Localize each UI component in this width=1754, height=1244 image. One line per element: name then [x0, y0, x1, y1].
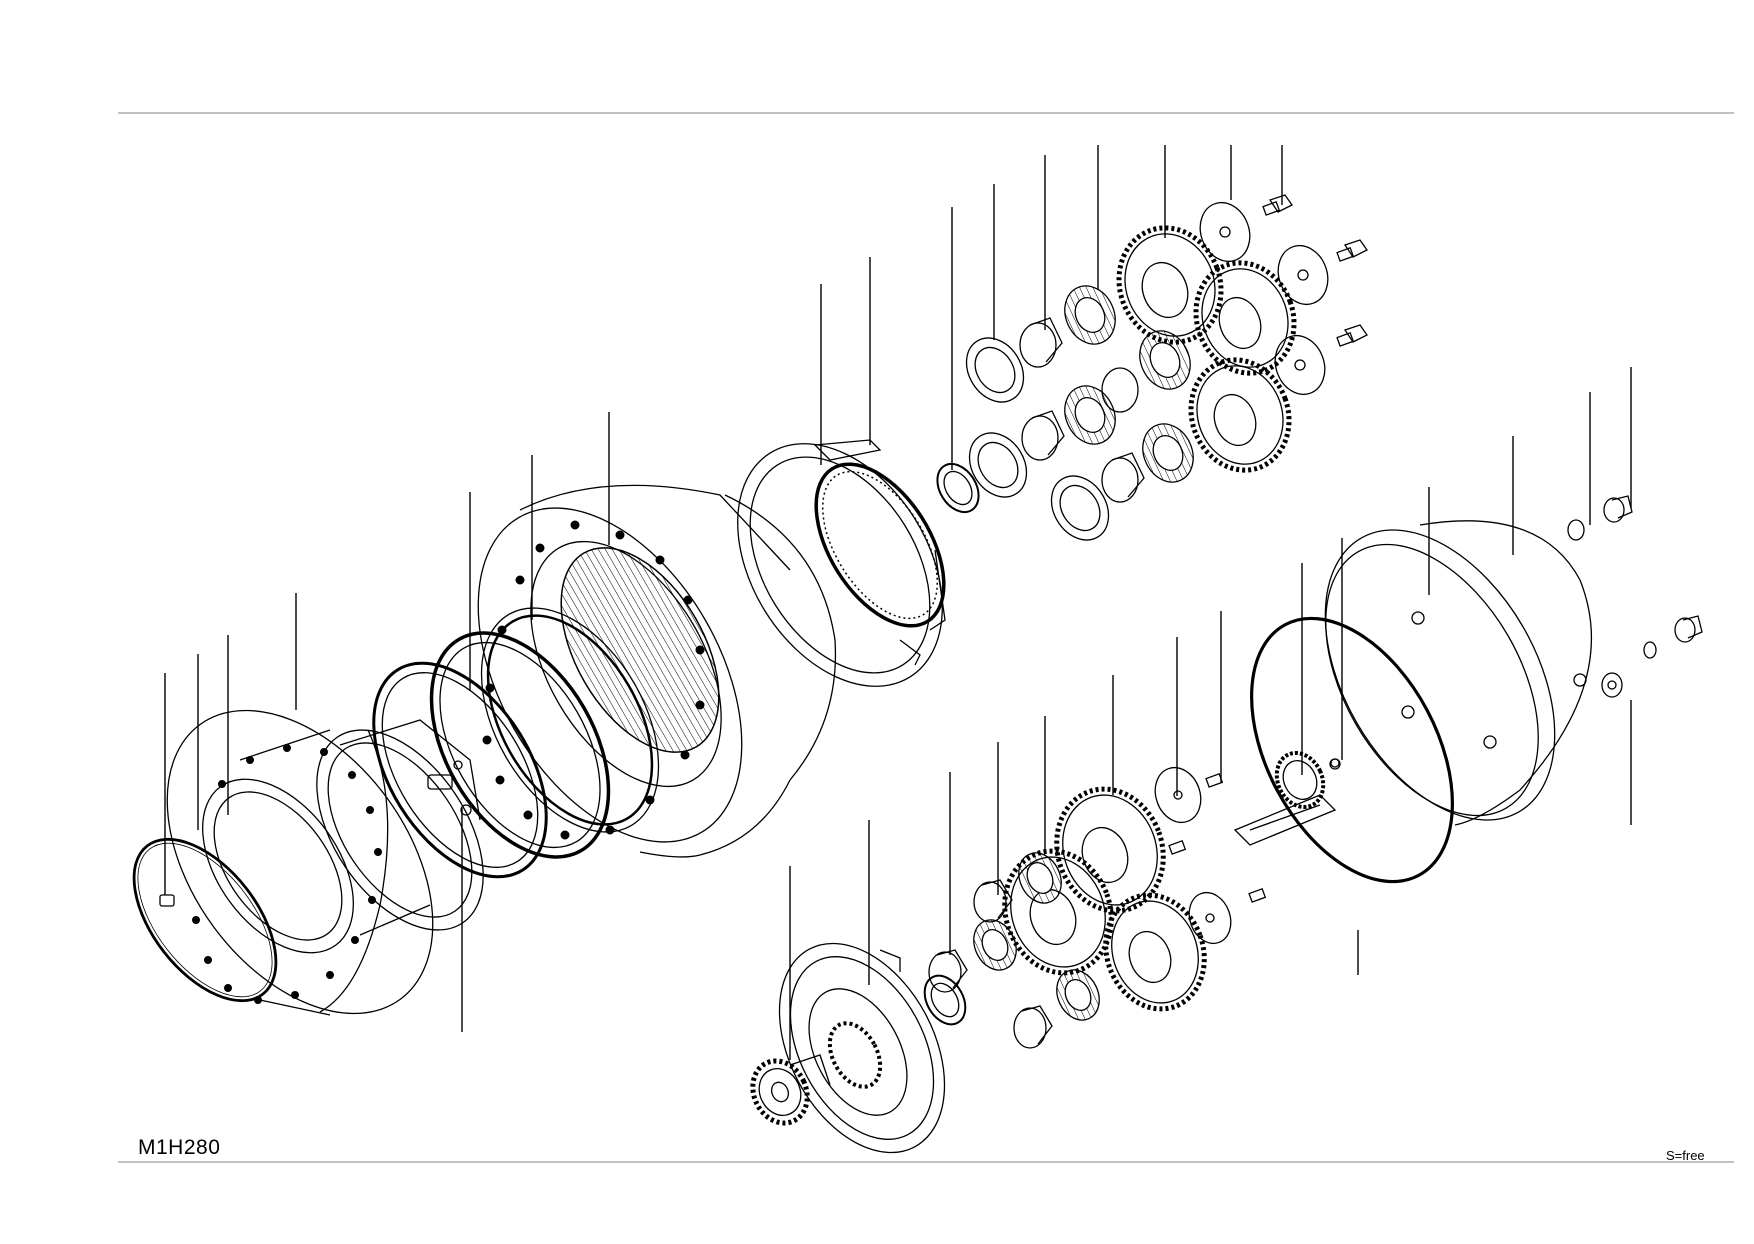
o-ring-left	[132, 837, 278, 1003]
needle-bearings-lower	[973, 852, 1100, 1021]
spring-ring	[814, 462, 946, 628]
washer-lower	[923, 974, 967, 1026]
thrust-washers	[965, 337, 1110, 541]
needle-bearings	[1064, 285, 1194, 483]
main-drum-housing	[477, 484, 837, 858]
thrust-washer-small	[936, 462, 980, 514]
sun-gear	[750, 1054, 831, 1126]
cover-plates-lower	[1154, 766, 1232, 945]
end-cover	[1324, 520, 1592, 826]
bolts-upper	[1262, 194, 1368, 347]
bushings	[1019, 317, 1145, 503]
cover-plates-upper	[1199, 201, 1329, 396]
hub-housing	[316, 719, 484, 936]
planet-gears-upper	[1116, 225, 1297, 473]
planet-gears-lower	[1002, 786, 1207, 1012]
planet-carrier	[778, 942, 946, 1154]
plugs-right	[1567, 495, 1703, 698]
flange-cover	[166, 709, 434, 1016]
scale-note: S=free	[1666, 1148, 1705, 1163]
seal-ring-1	[372, 661, 548, 879]
ring-carrier	[737, 439, 946, 687]
bushings-lower	[928, 879, 1053, 1049]
seal-ring-2	[429, 631, 611, 859]
leader-lines	[164, 145, 1632, 1060]
input-shaft-gear	[1233, 750, 1341, 846]
bolts-lower	[1168, 773, 1267, 903]
drawing-code: M1H280	[138, 1136, 221, 1159]
o-ring-right	[1250, 616, 1454, 884]
